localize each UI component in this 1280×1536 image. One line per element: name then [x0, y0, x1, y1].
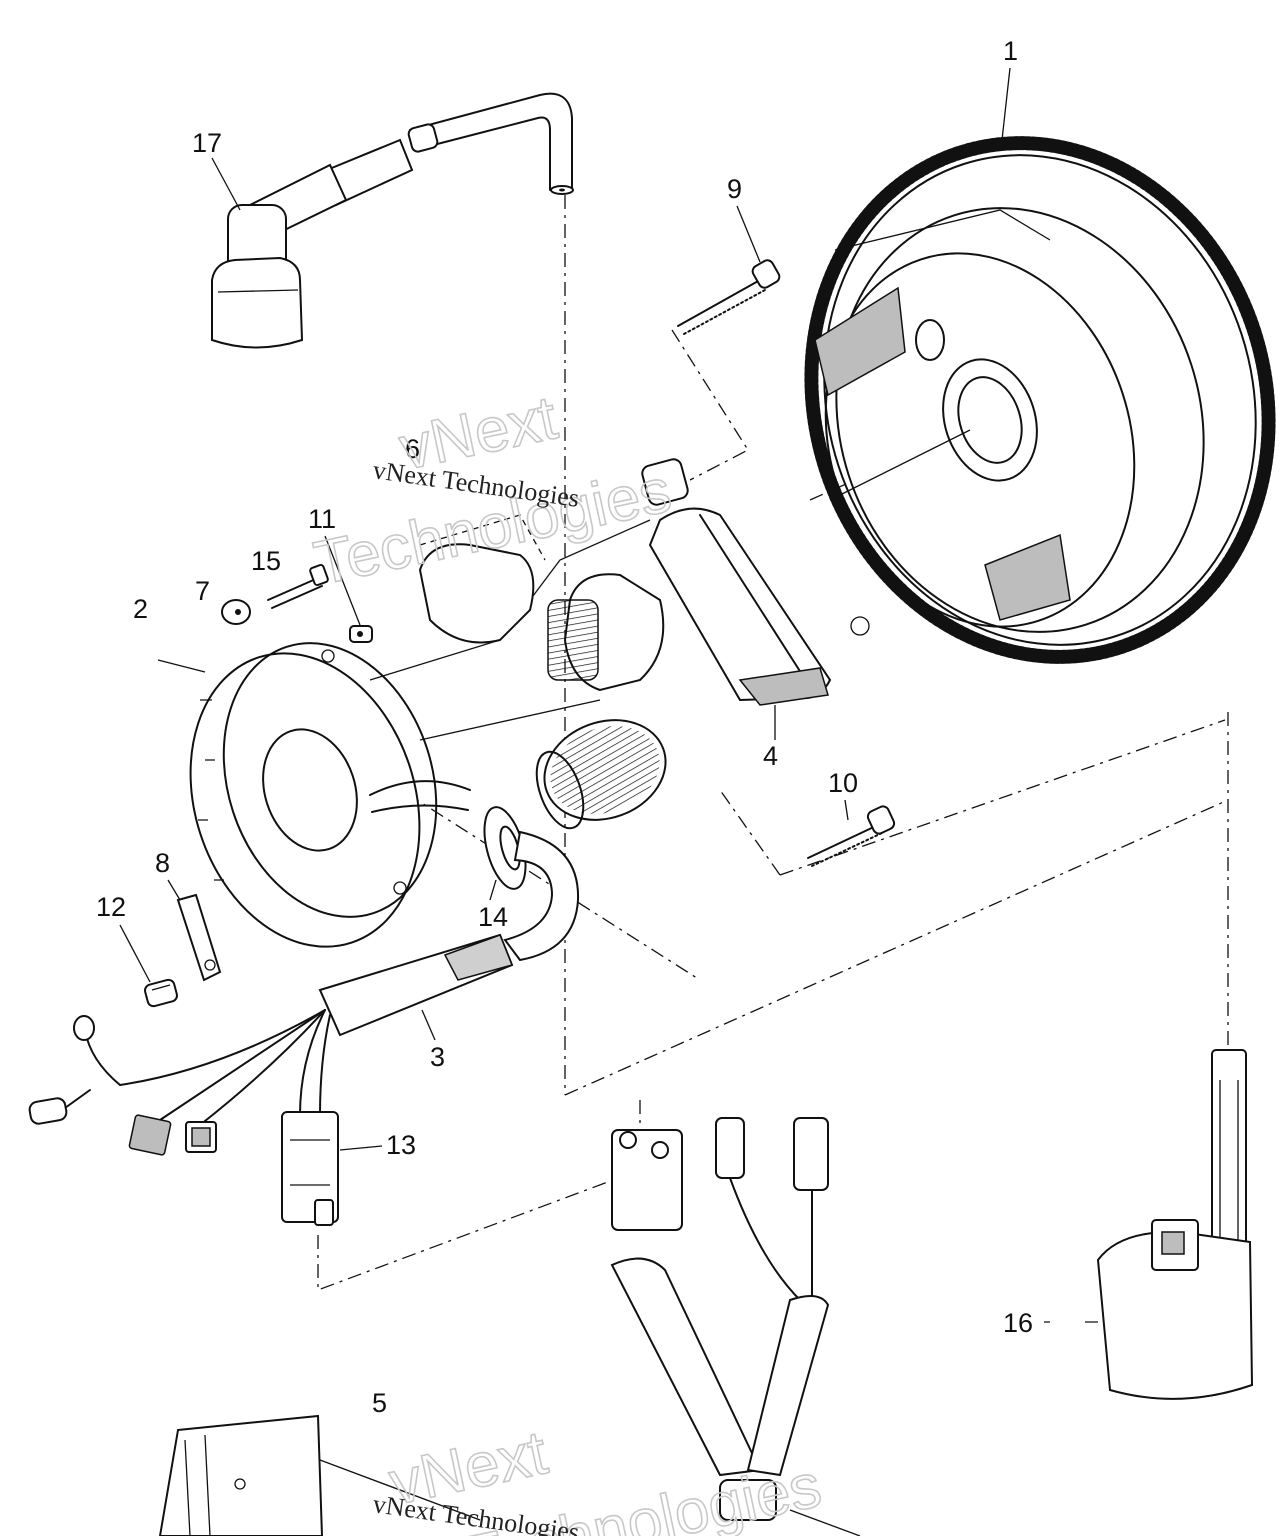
- flywheel-part-1: [804, 136, 1276, 664]
- bolt-part-9: [677, 259, 781, 335]
- regulator-part-5: [158, 1414, 861, 1536]
- clip-part-11: [349, 625, 373, 643]
- callout-10: 10: [828, 768, 858, 798]
- regulator-harness: [610, 1117, 830, 1521]
- connector-part-13: [281, 1111, 339, 1226]
- wire-harness-part-3: [28, 933, 514, 1156]
- callout-9: 9: [727, 174, 742, 204]
- callout-2: 2: [133, 594, 148, 624]
- callout-numbers: 1 2 3 4 5 6 7 8 9 10 11 12 13 14 15 16 1…: [96, 36, 1098, 1418]
- callout-6: 6: [405, 434, 420, 464]
- callout-5: 5: [372, 1388, 387, 1418]
- screw-part-12: [144, 978, 178, 1008]
- callout-11: 11: [308, 504, 336, 534]
- callout-16: 16: [1003, 1308, 1033, 1338]
- callout-13: 13: [386, 1130, 416, 1160]
- pulser-coil-part-4: [641, 458, 870, 706]
- callout-4: 4: [763, 741, 778, 771]
- callout-8: 8: [155, 848, 170, 878]
- callout-7: 7: [195, 576, 210, 606]
- washer-part-7: [221, 599, 251, 625]
- screw-part-15: [267, 563, 329, 609]
- stator-assembly-part-2: [189, 514, 667, 948]
- bolt-part-10: [807, 805, 896, 867]
- spark-plug-cap-part-17: [211, 92, 574, 349]
- grommet-part-14: [369, 780, 580, 962]
- callout-12: 12: [96, 892, 126, 922]
- callout-14: 14: [478, 902, 508, 932]
- ignition-coil-part-16: [1096, 1049, 1254, 1400]
- callout-15: 15: [251, 546, 281, 576]
- callout-3: 3: [430, 1042, 445, 1072]
- lead-clamp-part-8: [176, 893, 222, 982]
- callout-1: 1: [1003, 36, 1018, 66]
- callout-17: 17: [192, 128, 222, 158]
